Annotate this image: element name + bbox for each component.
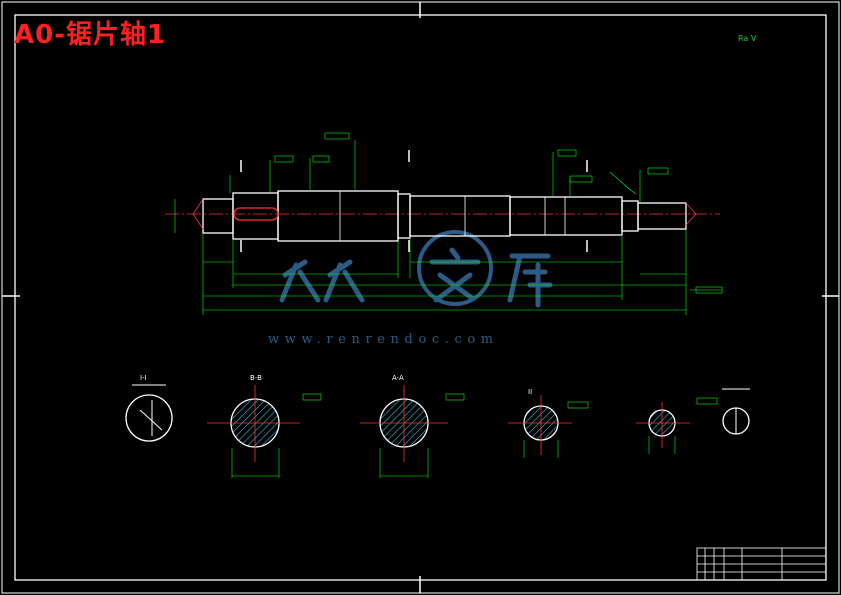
shaft-outline [192, 190, 697, 242]
section-view-2 [207, 385, 300, 478]
watermark-url: www.renrendoc.com [268, 332, 499, 347]
tolerance-frames [274, 132, 723, 409]
section-label: II [528, 388, 532, 396]
section-view-1 [125, 384, 173, 442]
section-markers [240, 150, 588, 252]
watermark-logo [279, 230, 553, 308]
section-label: A-A [392, 374, 404, 382]
section-view-3 [360, 385, 448, 478]
drawing-title: A0-锯片轴1 [14, 20, 167, 50]
section-label: I-I [140, 374, 147, 382]
section-view-4 [508, 395, 572, 458]
roughness-note: Ra V [738, 34, 757, 43]
section-view-6 [722, 388, 750, 435]
section-view-5 [636, 402, 690, 454]
dimension-lines [174, 140, 722, 315]
title-block [696, 547, 827, 581]
section-label: B-B [250, 374, 262, 382]
